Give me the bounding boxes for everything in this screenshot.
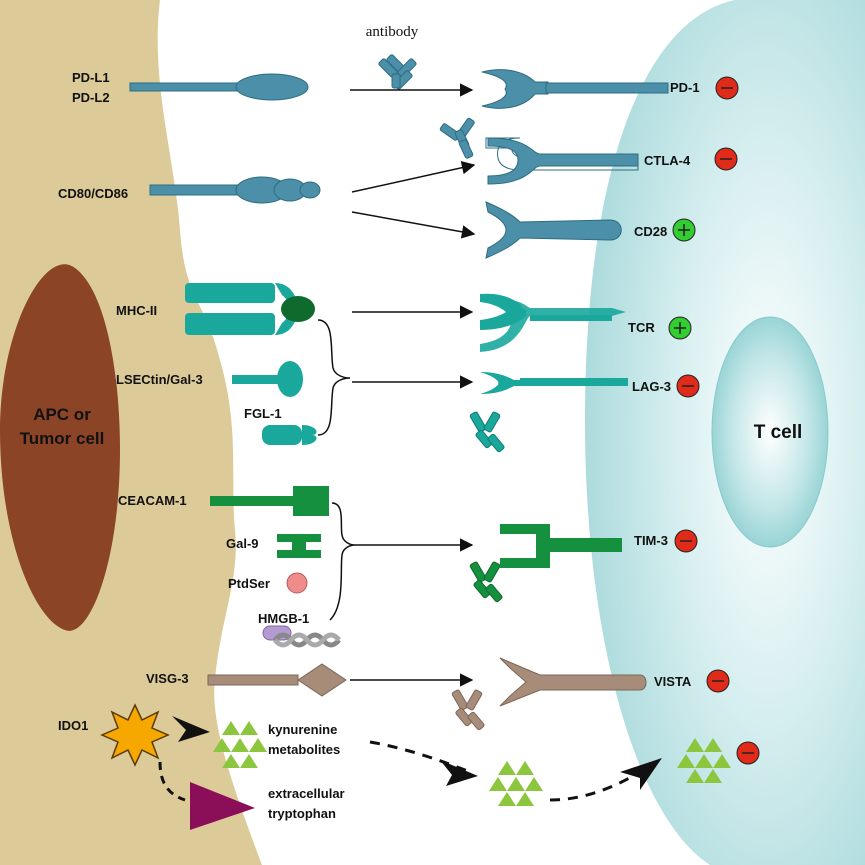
metabolite-triangles [213,721,267,768]
ctla4-label: CTLA-4 [644,153,691,168]
ido1-dashed-curve [158,761,186,802]
ceacam1-label: CEACAM-1 [118,493,187,508]
pd1-label: PD-1 [670,80,700,95]
vista-receptor [499,657,647,707]
kynurenine-label-line2: metabolites [268,742,340,757]
lsectin-label: LSECtin/Gal-3 [116,372,203,387]
tryptophan-wedge [190,782,255,830]
metabolite-triangles [677,738,731,783]
cd80-cd86-label: CD80/CD86 [58,186,128,201]
mhc2-ligand [185,283,315,335]
gal9-label: Gal-9 [226,536,259,551]
ligand-brace [317,319,351,436]
metabolite-arrowhead [620,758,662,790]
apc-cell [0,0,262,865]
fgl1-ligand [262,425,317,445]
tim3-label: TIM-3 [634,533,668,548]
metabolite-dashed-path [369,740,471,774]
visg3-label: VISG-3 [146,671,189,686]
pdl1-label: PD-L1 [72,70,110,85]
apc-label-line2: Tumor cell [20,429,105,448]
ctla4-receptor [485,137,639,185]
ido1-arrowhead [172,716,210,742]
lag3-receptor [480,372,628,394]
hmgb1-ligand [262,625,341,648]
metabolite-dashed-path [549,770,641,802]
ido1-star-icon [100,703,170,767]
gal9-ligand [277,534,321,558]
tcr-receptor [480,293,626,352]
tryptophan-label-line1: extracellular [268,786,345,801]
antibody-icon [439,117,475,159]
metabolite-arrowhead [440,760,478,786]
antibody-label: antibody [366,24,419,40]
cd28-receptor [485,201,622,259]
tim3-receptor [500,524,622,568]
pdl-ligand [129,73,309,101]
interaction-arrows [350,83,476,687]
antibody-icon [469,411,505,453]
antibody-icon [469,561,503,603]
ptdser-label: PtdSer [228,576,270,591]
lag3-label: LAG-3 [632,379,671,394]
cd28-label: CD28 [634,224,667,239]
tcr-label: TCR [628,320,655,335]
metabolite-triangles [489,761,543,806]
t-cell-label: T cell [754,422,803,443]
antibody-icon [378,54,417,90]
t-cell-nucleus [711,316,829,548]
lsectin-ligand [232,361,303,397]
apc-label-line1: APC or [33,405,91,424]
pd1-receptor [481,69,669,109]
mhc2-label: MHC-II [116,303,157,318]
apc-nucleus [0,264,120,631]
vista-label: VISTA [654,674,692,689]
fgl1-label: FGL-1 [244,406,282,421]
cd80-cd86-ligand [149,176,321,204]
ceacam1-ligand [210,486,329,516]
visg3-ligand [207,663,347,697]
ligand-brace [329,502,356,621]
tryptophan-label-line2: tryptophan [268,806,336,821]
ptdser-ligand [286,572,308,594]
kynurenine-label-line1: kynurenine [268,722,337,737]
antibody-icon [451,689,485,731]
pdl2-label: PD-L2 [72,90,110,105]
hmgb1-label: HMGB-1 [258,611,309,626]
ido1-label: IDO1 [58,718,88,733]
